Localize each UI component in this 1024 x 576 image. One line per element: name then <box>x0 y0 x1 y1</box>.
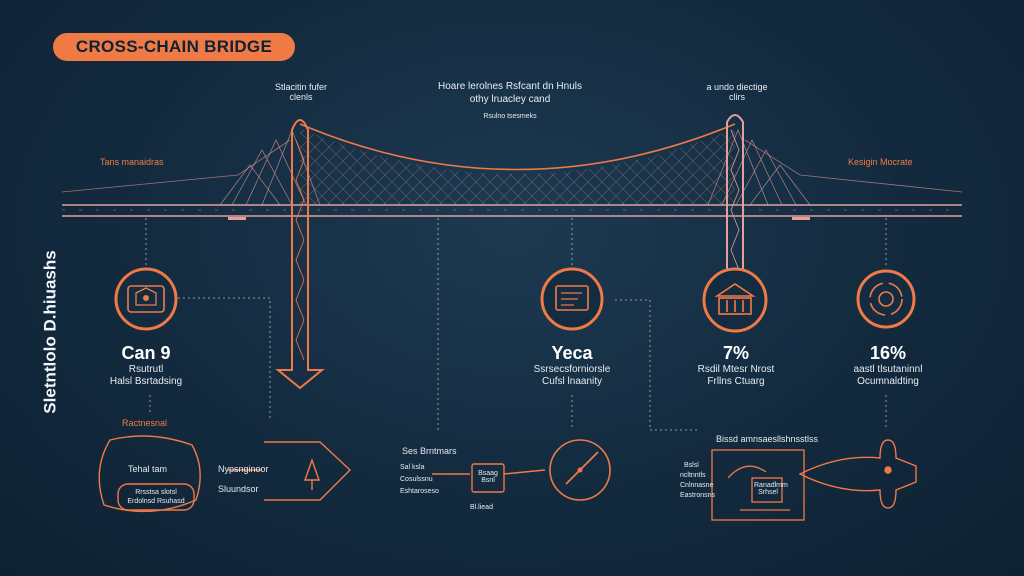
pipeline-footer: Bl.liead <box>470 504 493 511</box>
metric-2: Yeca Ssrsecsforniorsle Cufsl lnaanity <box>533 343 611 387</box>
right-label-4: Eastronsns <box>680 492 716 499</box>
cable-net <box>300 128 735 205</box>
page-title: CROSS-CHAIN BRIDGE <box>53 33 295 61</box>
right-panel-title: Bissd amnsaesllshnsstlss <box>716 434 819 444</box>
arrow-label-2: Sluundsor <box>218 484 259 494</box>
right-label-1: Bslsl <box>684 462 699 469</box>
clock-icon <box>549 439 611 501</box>
side-title: Sletntlolo D.hiuashs <box>41 250 60 414</box>
right-tower <box>726 114 744 286</box>
metric-1: Can 9 Rsutrutl Halsl Bsrtadsing <box>109 343 183 387</box>
bank-icon <box>702 267 768 333</box>
bridge-deck <box>62 204 962 220</box>
pipeline-label-2: Cosulssnu <box>400 476 433 483</box>
center-header: Hoare lerolnes Rsfcant dn Hnuls othy lru… <box>438 81 582 120</box>
bottom-left-title: Ractnesnal <box>122 418 168 428</box>
left-tower-arrow <box>275 119 325 390</box>
bottom-left-outlines <box>98 435 352 513</box>
right-label-2: ncltnntls <box>680 472 706 479</box>
right-label-3: Cnlnnasne <box>680 482 714 489</box>
refresh-coin-icon <box>856 269 916 329</box>
bottom-left-label: Tehal tam <box>128 464 168 474</box>
pipeline-label-1: Sal ksla <box>400 464 425 471</box>
document-icon <box>540 267 604 331</box>
screen-panel <box>711 449 805 521</box>
metric-4: 16% aastl tlsutaninnl Ocumnaldting <box>853 343 923 387</box>
rocket-icon <box>304 457 320 490</box>
left-edge-label: Tans manaidras <box>100 157 164 167</box>
pipeline-title: Ses Brntmars <box>402 446 457 456</box>
main-cable <box>299 123 736 171</box>
connectors <box>145 218 887 431</box>
pipeline <box>432 463 546 493</box>
pipeline-label-3: Eshtaroseso <box>400 488 439 495</box>
metric-3: 7% Rsdil Mtesr Nrost Frllns Ctuarg <box>697 343 775 387</box>
dome-icon <box>798 439 917 509</box>
approach-lines <box>61 139 963 193</box>
arrow-label-1: Nypsnginoor <box>218 464 269 474</box>
wallet-icon <box>114 267 178 331</box>
right-edge-label: Kesigin Mocrate <box>848 157 913 167</box>
